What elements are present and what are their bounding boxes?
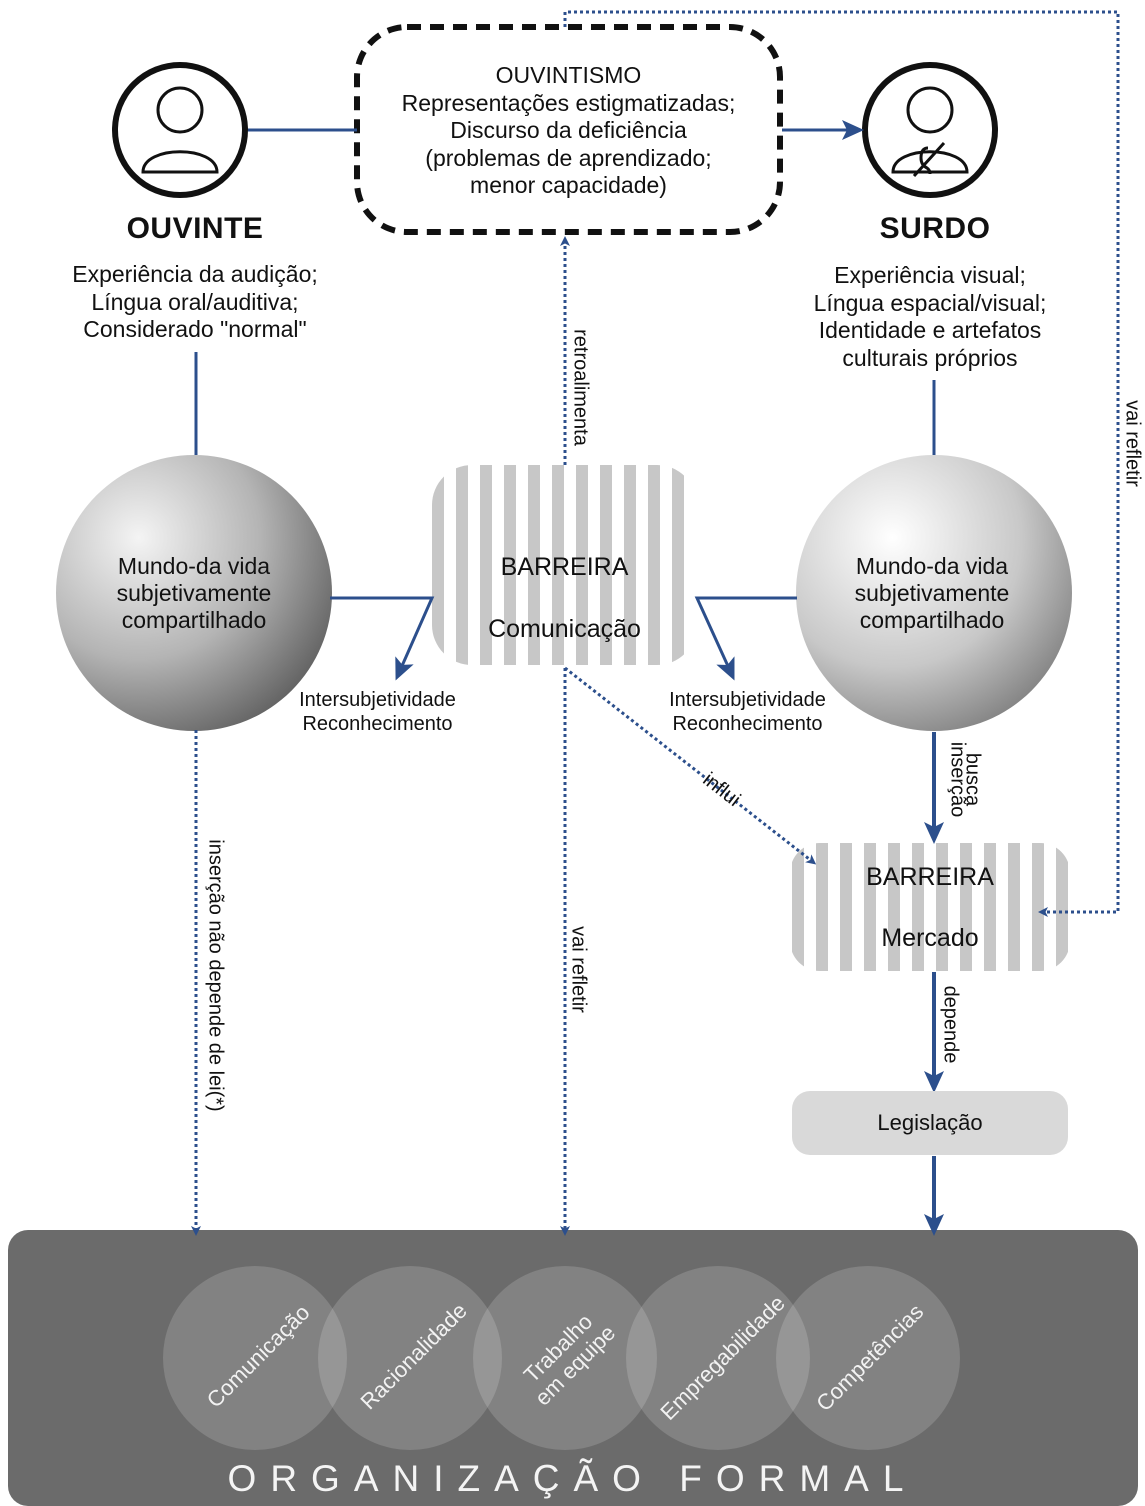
barreira-mercado-title: BARREIRA <box>866 863 994 891</box>
surdo-line3: Identidade e artefatos <box>818 317 1042 344</box>
organizacao-formal-panel <box>8 1230 1138 1506</box>
circle-trabalho <box>473 1266 657 1450</box>
mundo-left-sphere <box>56 455 332 731</box>
ouvintismo-title: OUVINTISMO <box>495 62 642 88</box>
arrow-influi <box>564 666 817 865</box>
mundo-right-label: Mundo-da vida subjetivamente compartilha… <box>812 553 1052 634</box>
label-insercao: inserção <box>946 741 969 818</box>
mundo-right-line2: subjetivamente <box>854 580 1010 607</box>
ouvintismo-line4: menor capacidade) <box>470 172 667 199</box>
surdo-deaf-person-icon <box>862 62 998 198</box>
surdo-title: SURDO <box>879 212 991 245</box>
ouvinte-line2: Língua oral/auditiva; <box>91 288 299 315</box>
circle-racionalidade <box>318 1266 502 1450</box>
mundo-left-line2: subjetivamente <box>116 580 272 607</box>
mundo-right-line1: Mundo-da vida <box>855 553 1009 579</box>
inter-right-line1: Intersubjetividade <box>669 689 826 711</box>
inter-right-label: Intersubjetividade Reconhecimento <box>640 688 855 736</box>
ouvintismo-text: OUVINTISMO Representações estigmatizadas… <box>360 62 777 200</box>
label-vai-refletir-center: vai refletir <box>567 926 590 1013</box>
inter-right-line2: Reconhecimento <box>672 713 823 735</box>
label-insercao-lei: inserção não depende de lei(*) <box>204 839 227 1112</box>
ouvintismo-line3: (problemas de aprendizado; <box>425 144 712 171</box>
mundo-right-line3: compartilhado <box>859 607 1005 634</box>
inter-left-line1: Intersubjetividade <box>299 689 456 711</box>
ouvinte-line1: Experiência da audição; <box>72 261 318 287</box>
legislacao-label: Legislação <box>877 1110 983 1135</box>
label-depende: depende <box>939 985 962 1064</box>
ouvinte-person-icon <box>112 62 248 198</box>
inter-left-line2: Reconhecimento <box>302 713 453 735</box>
mundo-right-sphere <box>796 455 1072 731</box>
surdo-line2: Língua espacial/visual; <box>813 289 1047 316</box>
circle-comunicacao <box>163 1266 347 1450</box>
surdo-line1: Experiência visual; <box>834 262 1026 288</box>
mundo-left-label: Mundo-da vida subjetivamente compartilha… <box>74 553 314 634</box>
organizacao-circles <box>163 1266 960 1450</box>
mundo-left-line1: Mundo-da vida <box>117 553 271 579</box>
label-vai-refletir-right: vai refletir <box>1121 400 1144 487</box>
ouvinte-title: OUVINTE <box>126 212 264 245</box>
ouvinte-line3: Considerado "normal" <box>83 316 307 343</box>
legislacao-box <box>792 1091 1068 1155</box>
barreira-comunicacao-sub: Comunicação <box>488 615 641 643</box>
surdo-line4: culturais próprios <box>842 344 1018 371</box>
barreira-mercado-sub: Mercado <box>881 924 979 952</box>
circle-empregabilidade <box>626 1266 810 1450</box>
surdo-description: Experiência visual; Língua espacial/visu… <box>780 262 1080 372</box>
organizacao-formal-title: ORGANIZAÇÃO FORMAL <box>227 1458 918 1499</box>
circle-competencias <box>776 1266 960 1450</box>
barreira-comunicacao-shape <box>432 465 697 665</box>
barreira-comunicacao-title: BARREIRA <box>500 553 629 581</box>
barreira-mercado-shape <box>790 843 1070 971</box>
mundo-left-line3: compartilhado <box>121 607 267 634</box>
arrow-left-intersubjetividade <box>330 596 435 681</box>
ouvintismo-line1: Representações estigmatizadas; <box>401 89 736 116</box>
ouvinte-description: Experiência da audição; Língua oral/audi… <box>20 261 370 344</box>
ouvintismo-line2: Discurso da deficiência <box>450 117 687 144</box>
inter-left-label: Intersubjetividade Reconhecimento <box>270 688 485 736</box>
arrow-right-intersubjetividade <box>694 596 797 681</box>
label-retroalimenta: retroalimenta <box>569 329 592 446</box>
